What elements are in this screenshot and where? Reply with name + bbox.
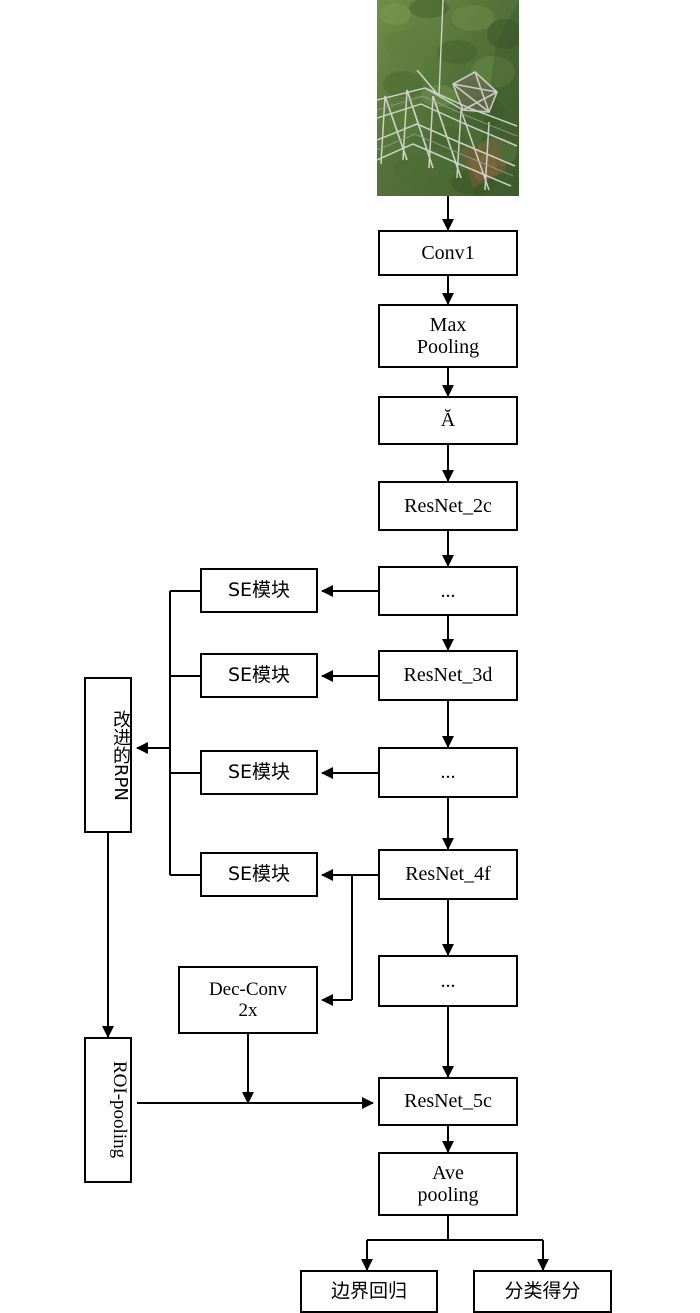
node-resnet-5c-label: ResNet_5c [404,1090,492,1113]
node-se-module-4[interactable]: SE模块 [200,852,318,897]
node-ellipsis-1[interactable]: ... [378,566,518,616]
node-ave-pooling[interactable]: Ave pooling [378,1152,518,1216]
node-max-pooling-line2: Pooling [416,336,480,358]
node-dec-conv-line2: 2x [238,1000,258,1021]
node-dec-conv-label: Dec-Conv 2x [180,979,316,1022]
node-ave-pooling-line1: Ave [432,1161,464,1184]
node-max-pooling-line1: Max [429,313,467,336]
node-bbox-regression[interactable]: 边界回归 [300,1270,438,1313]
node-ellipsis-3-label: ... [440,969,456,992]
node-resnet-3d-label: ResNet_3d [403,664,493,687]
node-improved-rpn-label: 改进的RPN [110,709,131,801]
node-resnet-4f[interactable]: ResNet_4f [378,849,518,900]
node-ellipsis-2[interactable]: ... [378,747,518,798]
node-se-module-1[interactable]: SE模块 [200,568,318,613]
node-se-module-4-label: SE模块 [227,862,291,885]
node-glyph-block-label: Ă [440,409,456,432]
node-se-module-2-label: SE模块 [227,663,291,686]
node-resnet-5c[interactable]: ResNet_5c [378,1077,518,1126]
node-conv1[interactable]: Conv1 [378,230,518,276]
node-ellipsis-2-label: ... [440,761,456,784]
node-max-pooling[interactable]: Max Pooling [378,304,518,368]
node-resnet-2c[interactable]: ResNet_2c [378,481,518,531]
node-ellipsis-3[interactable]: ... [378,955,518,1007]
node-resnet-2c-label: ResNet_2c [404,494,492,517]
node-se-module-1-label: SE模块 [227,578,291,601]
node-dec-conv[interactable]: Dec-Conv 2x [178,966,318,1034]
node-classification-score[interactable]: 分类得分 [473,1270,612,1313]
node-glyph-block[interactable]: Ă [378,396,518,445]
node-classification-score-label: 分类得分 [504,1279,581,1302]
node-max-pooling-label: Max Pooling [380,314,516,359]
node-se-module-3-label: SE模块 [227,760,291,783]
node-ellipsis-1-label: ... [440,579,456,602]
node-resnet-4f-label: ResNet_4f [405,863,491,886]
node-ave-pooling-line2: pooling [417,1184,479,1206]
node-bbox-regression-label: 边界回归 [330,1279,407,1302]
node-ave-pooling-label: Ave pooling [380,1162,516,1207]
node-conv1-label: Conv1 [421,241,475,264]
node-se-module-3[interactable]: SE模块 [200,750,318,795]
node-roi-pooling[interactable]: ROI-pooling [84,1037,132,1183]
input-photo [377,0,519,196]
node-improved-rpn[interactable]: 改进的RPN [84,677,132,833]
node-roi-pooling-label: ROI-pooling [109,1061,130,1159]
node-dec-conv-line1: Dec-Conv [208,978,288,1000]
node-se-module-2[interactable]: SE模块 [200,653,318,698]
node-resnet-3d[interactable]: ResNet_3d [378,650,518,701]
